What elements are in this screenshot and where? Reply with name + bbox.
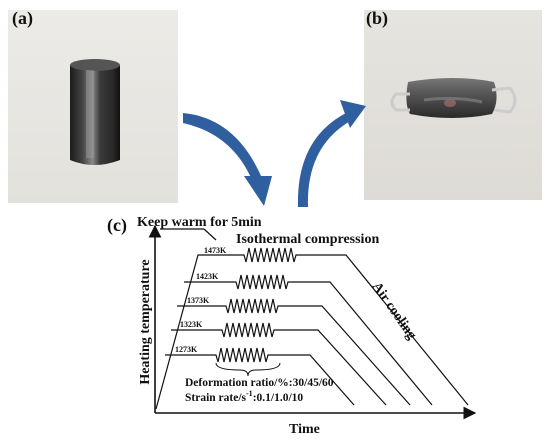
x-axis-label: Time xyxy=(289,422,320,437)
temp-label-1423k: 1423K xyxy=(196,272,219,281)
panel-label-b: (b) xyxy=(366,8,388,28)
panel-label-c: (c) xyxy=(107,215,127,235)
curved-arrow-c-to-b xyxy=(297,100,366,207)
temp-label-1323k: 1323K xyxy=(180,320,203,329)
panel-label-a: (a) xyxy=(12,8,33,28)
isothermal-compression-label: Isothermal compression xyxy=(236,232,379,247)
y-axis-label: Heating temperature xyxy=(138,259,153,384)
cylinder-specimen-image xyxy=(70,59,120,165)
keep-warm-bracket xyxy=(160,228,217,241)
temp-label-1273k: 1273K xyxy=(175,345,198,354)
process-line-1473k xyxy=(155,247,469,410)
process-line-1273k xyxy=(165,347,355,406)
photo-a-cylinder-specimen xyxy=(8,10,178,203)
strain-rate-label: Strain rate/s-1:0.1/1.0/10 xyxy=(185,389,303,404)
photo-b-compressed-specimen xyxy=(364,10,542,200)
deformation-bracket xyxy=(215,362,281,377)
compressed-specimen-image xyxy=(390,78,517,118)
deformation-ratio-label: Deformation ratio/%:30/45/60 xyxy=(185,377,334,389)
process-line-1373k xyxy=(177,298,411,406)
keep-warm-label: Keep warm for 5min xyxy=(137,215,262,230)
temp-label-1373k: 1373K xyxy=(187,296,210,305)
process-line-1423k xyxy=(184,274,433,406)
temp-label-1473k: 1473K xyxy=(204,246,227,255)
process-line-1323k xyxy=(171,322,387,406)
air-cooling-label: Air cooling xyxy=(369,280,419,343)
curved-arrow-a-to-c xyxy=(183,113,272,206)
